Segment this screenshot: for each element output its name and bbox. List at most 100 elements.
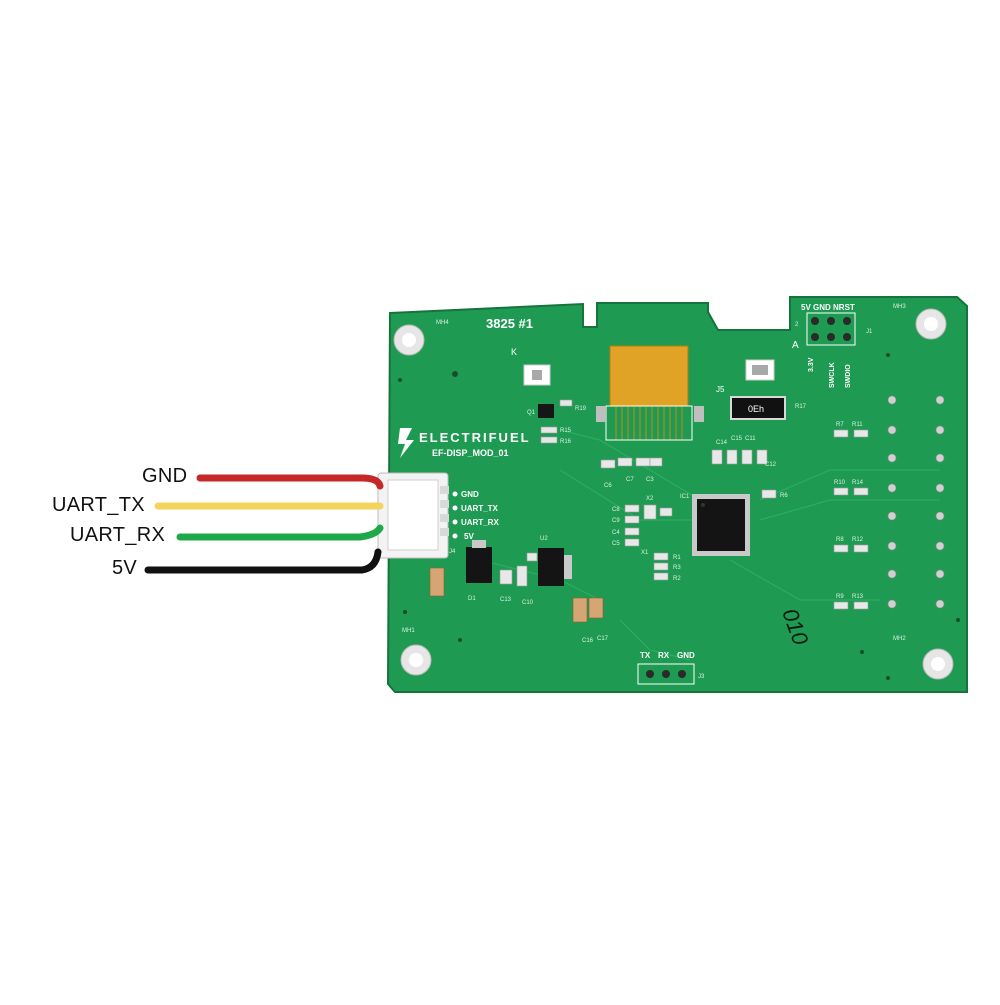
- serial-label: 3825 #1: [486, 316, 533, 331]
- label-mh1: MH1: [402, 628, 415, 634]
- label-c8: C8: [612, 507, 620, 513]
- label-mh3: MH3: [893, 304, 906, 310]
- transistor-q1: [538, 404, 554, 418]
- label-u2: U2: [540, 536, 548, 542]
- label-mh4: MH4: [436, 320, 449, 326]
- mounting-holes: [393, 308, 954, 680]
- d1-tab: [472, 540, 486, 548]
- wire-group: [144, 474, 384, 574]
- brand-logo: [398, 428, 414, 458]
- wire-uart-rx: [176, 524, 384, 541]
- swd-label-3v3: 3.3V: [808, 357, 815, 372]
- label-r1: R1: [673, 555, 681, 561]
- label-r16: R16: [560, 439, 572, 445]
- brand-label: ELECTRIFUEL: [419, 430, 531, 445]
- label-r8: R8: [836, 537, 844, 543]
- label-c3: C3: [646, 477, 654, 483]
- swd-label-swdio: SWDIO: [845, 364, 852, 388]
- label-c6: C6: [604, 483, 612, 489]
- pin-label-5v: 5V: [464, 532, 474, 541]
- pin-label-uart-rx: UART_RX: [461, 518, 499, 527]
- label-c16: C16: [582, 638, 594, 644]
- smd-resistor-large: [730, 396, 786, 420]
- label-pin-2: 2: [795, 322, 799, 328]
- label-x2: X2: [646, 496, 654, 502]
- jst-connector: [377, 472, 449, 559]
- wire-label-uart-tx: UART_TX: [52, 494, 145, 516]
- label-ic1: IC1: [680, 494, 690, 500]
- fpc-ribbon: [596, 345, 704, 441]
- label-c1: C1: [661, 511, 669, 517]
- label-r9: R9: [836, 594, 844, 600]
- edge-pads-right: [887, 395, 945, 609]
- resistor-column-right: [833, 429, 869, 610]
- swd-top-labels: 5V GND NRST: [801, 303, 855, 312]
- swd-label-swclk: SWCLK: [829, 362, 836, 388]
- label-c5: C5: [612, 541, 620, 547]
- u2-tab: [564, 555, 572, 579]
- wire-label-5v: 5V: [112, 557, 138, 579]
- label-r3: R3: [673, 565, 681, 571]
- label-r15: R15: [560, 428, 572, 434]
- wire-label-gnd: GND: [142, 465, 188, 487]
- label-c15: C15: [731, 436, 743, 442]
- uart-label-gnd: GND: [677, 651, 695, 660]
- label-r13: R13: [852, 594, 864, 600]
- label-c9: C9: [612, 518, 620, 524]
- uart-label-rx: RX: [658, 651, 670, 660]
- label-c17: C17: [597, 636, 609, 642]
- diode-d1: [466, 547, 492, 583]
- pad-k-solder: [532, 370, 542, 380]
- pcb-traces: [479, 429, 940, 661]
- capacitor-left: [429, 567, 445, 597]
- uart-label-tx: TX: [640, 651, 651, 660]
- swd-header-j1: [806, 312, 856, 346]
- label-r10: R10: [834, 480, 846, 486]
- tantalum-caps: [572, 597, 604, 623]
- label-c11: C11: [745, 436, 756, 442]
- label-r19: R19: [575, 406, 587, 412]
- smd-parts-left: [540, 399, 573, 444]
- cap-row-top: [600, 449, 768, 469]
- pad-top-right-solder: [752, 365, 768, 375]
- label-j4: J4: [449, 549, 456, 555]
- wire-5v: [144, 548, 382, 574]
- wire-gnd: [196, 474, 384, 490]
- label-j3: J3: [698, 674, 705, 680]
- label-c12: C12: [765, 462, 777, 468]
- label-r17: R17: [795, 404, 807, 410]
- pin-label-gnd: GND: [461, 490, 479, 499]
- wire-label-uart-rx: UART_RX: [70, 524, 166, 546]
- label-r7: R7: [836, 422, 844, 428]
- pin-label-uart-tx: UART_TX: [461, 504, 499, 513]
- cap-column-mid: [624, 504, 673, 581]
- label-d1: D1: [468, 596, 476, 602]
- label-j1: J1: [866, 329, 873, 335]
- label-c4: C4: [612, 530, 620, 536]
- label-r2: R2: [673, 576, 681, 582]
- mcu-ic1: [692, 494, 750, 556]
- label-q1: Q1: [527, 410, 536, 416]
- power-caps: [499, 552, 538, 587]
- label-r11: R11: [852, 422, 863, 428]
- uart-header-j3: [637, 663, 695, 685]
- label-j5: J5: [716, 385, 725, 394]
- label-r12: R12: [852, 537, 864, 543]
- label-c7: C7: [626, 477, 634, 483]
- model-label: EF-DISP_MOD_01: [432, 448, 509, 458]
- vias: [398, 353, 960, 680]
- pcb-board: [386, 296, 968, 693]
- label-x1: X1: [641, 550, 649, 556]
- label-c10: C10: [522, 600, 534, 606]
- resistor-r6: [761, 489, 777, 499]
- label-mh2: MH2: [893, 636, 906, 642]
- label-r6: R6: [780, 493, 788, 499]
- label-pin-a: A: [792, 340, 799, 351]
- label-c14: C14: [716, 440, 728, 446]
- resistor-marking: 0Eh: [748, 404, 764, 414]
- label-r14: R14: [852, 480, 864, 486]
- label-c13: C13: [500, 597, 512, 603]
- label-k: K: [511, 347, 517, 357]
